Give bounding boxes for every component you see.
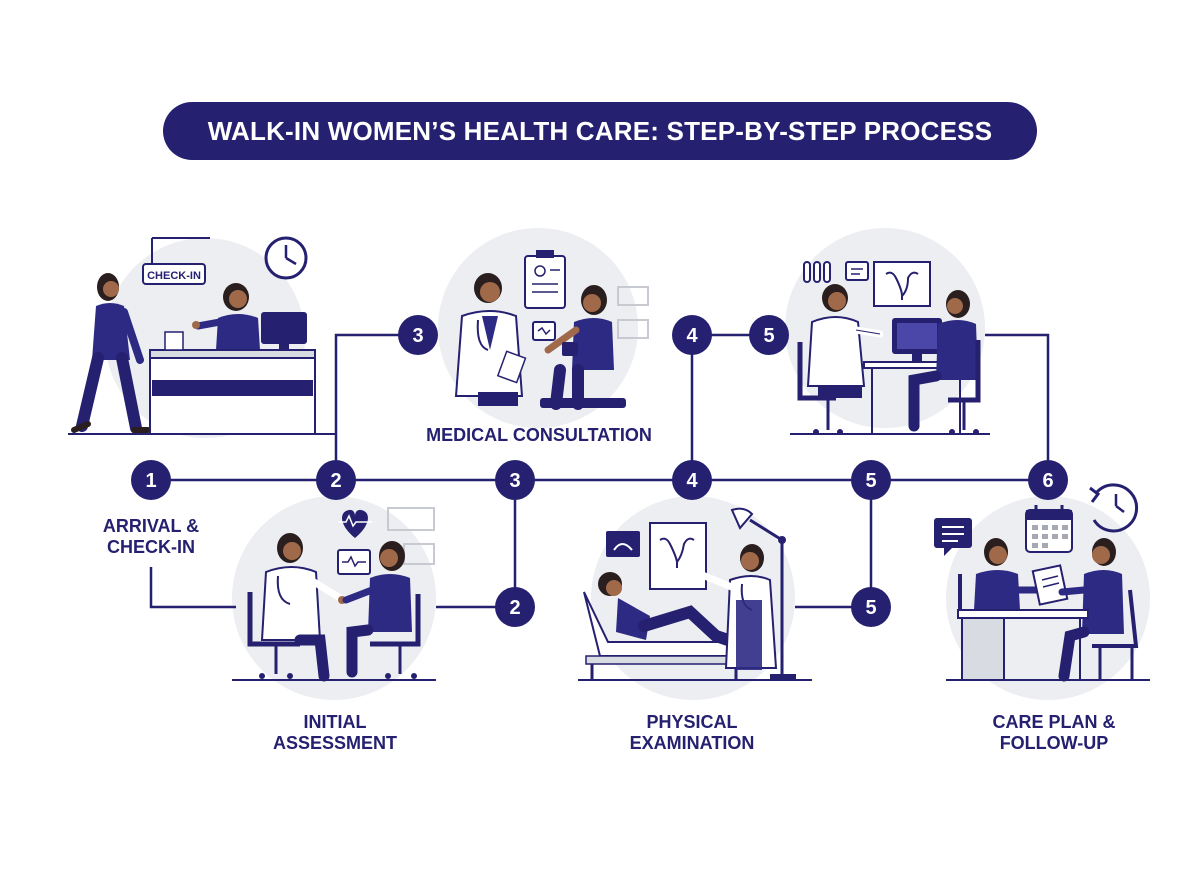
step-node-circle — [851, 460, 891, 500]
step-node-number: 5 — [865, 597, 876, 619]
staff-followup — [958, 538, 1044, 610]
monitor-icon — [892, 318, 942, 362]
ultrasound-screen-icon — [606, 531, 640, 557]
step-node-6: 6 — [1028, 460, 1068, 500]
step-node-4: 4 — [672, 460, 712, 500]
step-label-line: ARRIVAL & — [102, 516, 200, 536]
patient-walking — [71, 273, 151, 434]
receptionist — [192, 283, 307, 350]
step-node-5: 5 — [749, 315, 789, 355]
step-node-number: 4 — [686, 470, 698, 492]
care-plan-document-icon — [1031, 564, 1069, 606]
assessment-scene — [232, 507, 436, 682]
careplan-top-scene — [790, 261, 990, 435]
clock-icon — [264, 236, 308, 280]
chat-icon — [934, 518, 972, 556]
step-node-number: 5 — [763, 325, 774, 347]
step-node-3: 3 — [495, 460, 535, 500]
step-node-number: 5 — [865, 470, 876, 492]
consultation-scene — [454, 250, 649, 410]
step-label-line: CHECK-IN — [107, 537, 195, 557]
step-node-number: 1 — [145, 470, 156, 492]
step-node-number: 4 — [686, 325, 698, 347]
calendar-icon — [1025, 505, 1073, 553]
step-node-number: 3 — [412, 325, 423, 347]
check-in-sign-icon: CHECK-IN — [142, 263, 206, 285]
doctor-assessment — [247, 533, 346, 682]
step-node-circle — [1028, 460, 1068, 500]
uterus-chart-icon — [649, 522, 707, 590]
clipboard-icon — [524, 250, 566, 309]
vitals-monitor-icon — [337, 549, 371, 575]
step-node-1: 1 — [131, 460, 171, 500]
check-in-sign-text: CHECK-IN — [147, 270, 201, 282]
step-node-circle — [495, 460, 535, 500]
step-node-number: 2 — [330, 470, 341, 492]
step-label-line: INITIAL — [303, 712, 367, 732]
step-nodes: 1 2 3 3 2 4 4 5 5 5 6 — [131, 315, 1068, 627]
step-label-arrival: ARRIVAL & CHECK-IN — [96, 516, 206, 558]
step-node-circle — [316, 460, 356, 500]
step-node-5: 5 — [851, 587, 891, 627]
step-node-circle — [749, 315, 789, 355]
followup-desk — [957, 609, 1089, 681]
step-label-line: FOLLOW-UP — [999, 733, 1109, 753]
heart-rate-icon — [338, 509, 372, 538]
doctor-consultation — [454, 273, 527, 406]
step-node-3: 3 — [398, 315, 438, 355]
exam-lamp-icon — [730, 507, 796, 680]
doctor-examination — [696, 544, 778, 670]
followup-scene — [934, 483, 1150, 682]
step-label-examination: PHYSICAL EXAMINATION — [612, 712, 772, 754]
step-node-5: 5 — [851, 460, 891, 500]
step-label-line: MEDICAL CONSULTATION — [426, 425, 652, 445]
step-label-line: PHYSICAL — [646, 712, 738, 732]
bp-monitor-icon — [532, 321, 556, 341]
uterus-chart-icon — [873, 261, 931, 307]
step-node-circle — [851, 587, 891, 627]
test-tubes-icon — [803, 261, 831, 283]
step-node-2: 2 — [316, 460, 356, 500]
step-node-2: 2 — [495, 587, 535, 627]
patient-careplan — [908, 290, 981, 435]
step-label-line: ASSESSMENT — [272, 733, 398, 753]
history-clock-icon — [1089, 483, 1139, 533]
title-banner: WALK-IN WOMEN’S HEALTH CARE: STEP-BY-STE… — [163, 102, 1037, 160]
step-label-line: EXAMINATION — [629, 733, 755, 753]
step-node-circle — [398, 315, 438, 355]
step-node-circle — [131, 460, 171, 500]
step-node-number: 6 — [1042, 470, 1053, 492]
patient-examination — [598, 572, 734, 646]
patient-consultation — [540, 285, 626, 410]
step-label-assessment: INITIAL ASSESSMENT — [260, 712, 410, 754]
step-label-consultation: MEDICAL CONSULTATION — [404, 425, 674, 446]
reception-desk — [149, 331, 316, 435]
step-label-line: CARE PLAN & — [992, 712, 1116, 732]
arrival-scene: CHECK-IN — [68, 236, 335, 435]
step-node-circle — [672, 460, 712, 500]
page-title: WALK-IN WOMEN’S HEALTH CARE: STEP-BY-STE… — [207, 115, 993, 146]
step-node-number: 2 — [509, 597, 520, 619]
patient-assessment — [342, 541, 421, 679]
step-node-circle — [672, 315, 712, 355]
step-node-circle — [495, 587, 535, 627]
chat-icon — [845, 261, 869, 281]
step-label-careplan: CARE PLAN & FOLLOW-UP — [974, 712, 1134, 754]
examination-scene — [578, 507, 812, 681]
step-node-number: 3 — [509, 470, 520, 492]
step-node-4: 4 — [672, 315, 712, 355]
bookshelf-icon — [617, 286, 649, 339]
doctor-careplan — [797, 284, 884, 435]
